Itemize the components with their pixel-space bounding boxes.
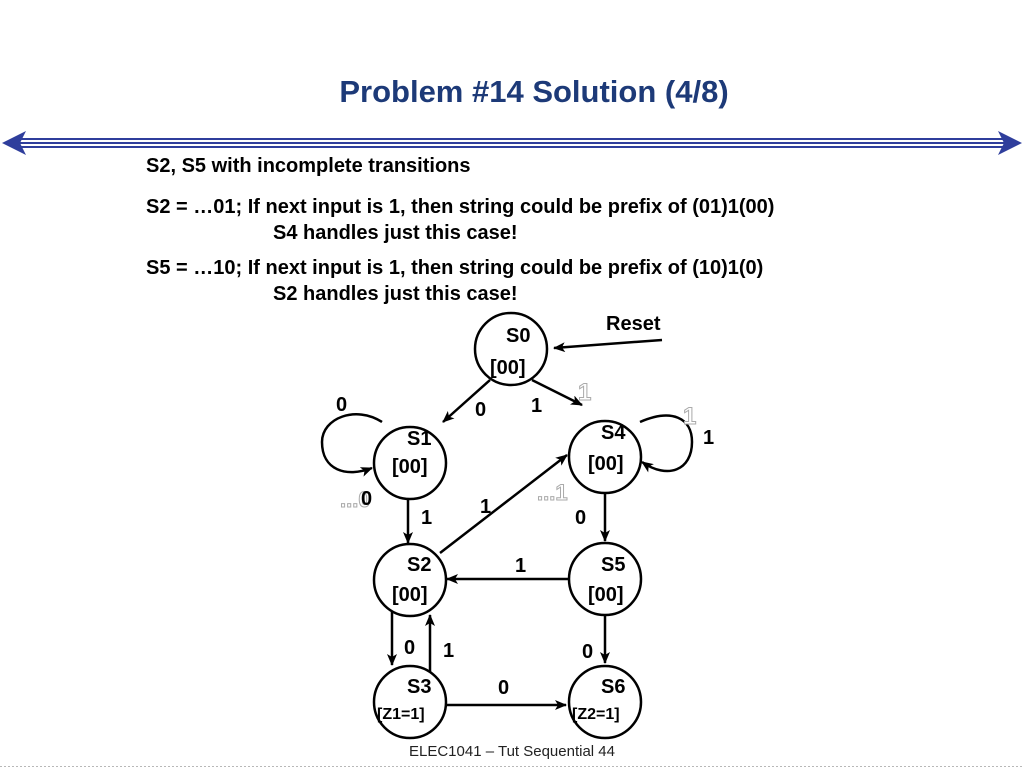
state-node-s5: S5 [00] xyxy=(567,541,643,617)
ghost-label-s0-s4: 1 xyxy=(578,379,591,406)
label-s1-self: 0 xyxy=(336,394,347,416)
label-s3-s2: 1 xyxy=(443,640,454,662)
state-name: S2 xyxy=(407,554,431,576)
label-s0-s1: 0 xyxy=(475,399,486,421)
state-name: S1 xyxy=(407,428,431,450)
label-s1-s2: 1 xyxy=(421,507,432,529)
divider-right-arrow-icon xyxy=(998,131,1022,155)
body-line-4: S5 = …10; If next input is 1, then strin… xyxy=(146,257,764,279)
state-output: [00] xyxy=(392,456,428,478)
state-output: [00] xyxy=(588,584,624,606)
state-node-s2: S2 [00] xyxy=(372,542,448,618)
state-name: S4 xyxy=(601,422,626,444)
edge-s4-self xyxy=(639,414,694,473)
label-s2-s4: 1 xyxy=(480,496,491,518)
state-node-s0: S0 [00] xyxy=(473,311,549,387)
footer-rule xyxy=(0,766,1024,767)
label-s2-s3: 0 xyxy=(404,637,415,659)
body-line-1: S2, S5 with incomplete transitions xyxy=(146,155,471,177)
edge-s1-self xyxy=(320,413,383,477)
label-s1-self-extra: 0 xyxy=(361,488,372,510)
state-name: S0 xyxy=(506,325,530,347)
reset-arrow xyxy=(553,338,663,353)
title-divider xyxy=(2,131,1022,155)
state-name: S3 xyxy=(407,676,431,698)
state-output: [00] xyxy=(490,357,526,379)
state-output: [00] xyxy=(588,453,624,475)
ghost-label-s1-note: ...0 xyxy=(340,487,371,512)
state-node-s1: S1 [00] xyxy=(372,425,448,501)
slide-title: Problem #14 Solution (4/8) xyxy=(339,74,729,109)
label-s5-s6: 0 xyxy=(582,641,593,663)
state-output: [Z2=1] xyxy=(572,706,620,723)
label-s3-s6: 0 xyxy=(498,677,509,699)
body-line-3: S4 handles just this case! xyxy=(273,222,518,244)
edge-s0-s1 xyxy=(442,379,491,423)
label-s4-s5: 0 xyxy=(575,507,586,529)
divider-left-arrow-icon xyxy=(2,131,26,155)
ghost-label-s4-self: 1 xyxy=(683,403,696,430)
edge-s0-s4 xyxy=(531,378,583,407)
state-name: S6 xyxy=(601,676,625,698)
slide-footer: ELEC1041 – Tut Sequential 44 xyxy=(409,743,615,760)
label-s4-self: 1 xyxy=(703,427,714,449)
body-line-2: S2 = …01; If next input is 1, then strin… xyxy=(146,196,775,218)
ghost-label-s4-note: ...1 xyxy=(537,480,568,505)
label-s5-s2: 1 xyxy=(515,555,526,577)
reset-label: Reset xyxy=(606,313,661,335)
state-node-s4: S4 [00] xyxy=(567,419,643,495)
state-output: [Z1=1] xyxy=(377,706,425,723)
body-line-5: S2 handles just this case! xyxy=(273,283,518,305)
state-output: [00] xyxy=(392,584,428,606)
state-node-s3: S3 [Z1=1] xyxy=(372,664,448,740)
state-name: S5 xyxy=(601,554,625,576)
label-s0-s4: 1 xyxy=(531,395,542,417)
edge-s2-s4 xyxy=(439,454,568,554)
state-node-s6: S6 [Z2=1] xyxy=(567,664,643,740)
